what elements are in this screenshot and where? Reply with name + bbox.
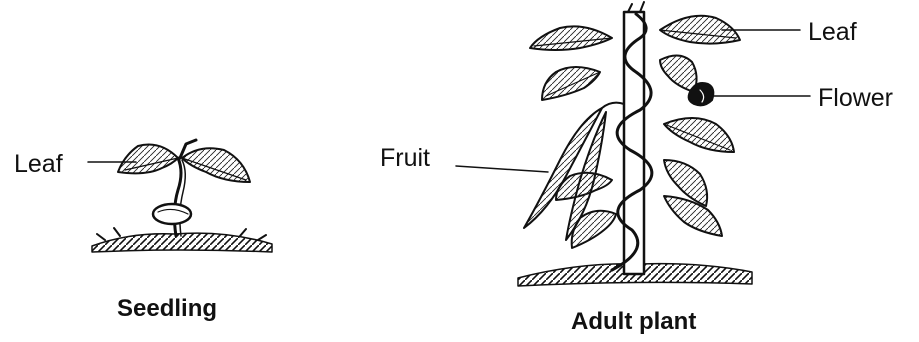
seedling-leaf-label: Leaf	[14, 152, 63, 177]
adult-plant-drawing	[456, 2, 810, 286]
fruit-pointer	[456, 166, 548, 172]
seedling-caption: Seedling	[117, 297, 217, 321]
fruit-label: Fruit	[380, 146, 430, 171]
seed-cotyledon	[153, 204, 191, 224]
seedling-right-leaf	[182, 148, 250, 182]
adult-leaf	[664, 196, 722, 236]
adult-leaf	[660, 55, 697, 92]
seedling-drawing	[88, 140, 272, 252]
adult-plant-caption: Adult plant	[571, 310, 696, 334]
fruit-stalk	[602, 103, 624, 108]
adult-leaf	[530, 26, 612, 50]
adult-leaf-label: Leaf	[808, 20, 857, 45]
adult-leaf	[542, 67, 600, 100]
flower-label: Flower	[818, 86, 893, 111]
